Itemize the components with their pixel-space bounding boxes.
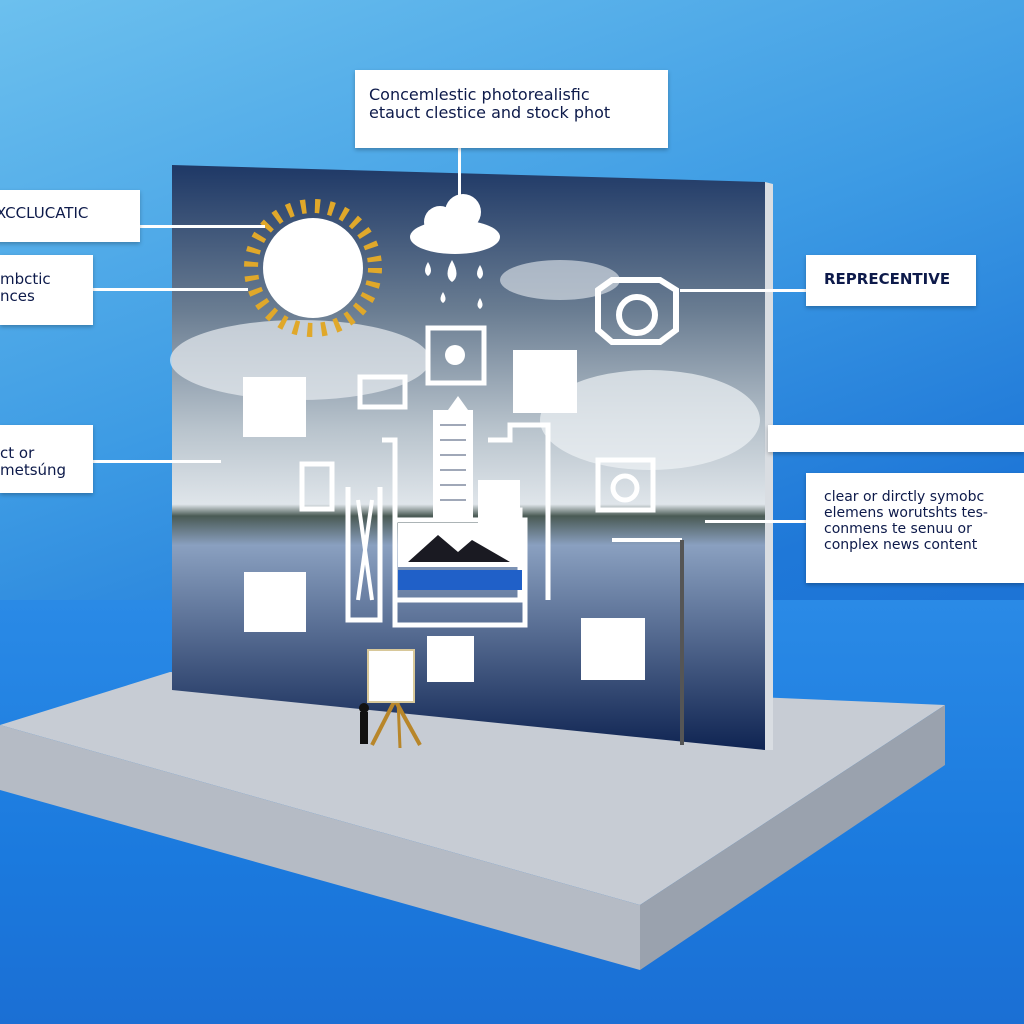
easel-with-painter-icon [359,649,422,749]
platform-side [640,705,945,970]
leader-line-right-3 [705,520,806,523]
callout-right-3-line3: conmens te senuu or [824,521,972,538]
callout-left-3-line2: metsúng [0,461,67,480]
sun-icon [244,199,382,337]
callout-right-3: clear or dirctly symobc elemens worutsht… [806,473,1024,583]
callout-right-2 [768,425,1024,452]
leader-line-left-2 [93,288,248,291]
callout-top: Concemlestic photorealisfic etauct clest… [355,70,668,148]
callout-right-3-line2: elemens worutshts tes- [824,505,988,522]
callout-left-2: mbctic nces [0,255,93,325]
callout-right-3-line1: clear or dirctly symobc [824,489,985,505]
landscape-image-icon [398,523,522,590]
building-icon [433,396,520,525]
platform-front [0,725,640,970]
callout-left-3: ct or metsúng [0,425,93,493]
callout-top-line1: Concemlestic photorealisfic [369,85,590,104]
leader-line-left-1 [140,225,265,228]
leader-line-top [458,148,461,198]
leader-line-right-1 [680,289,806,292]
leader-line-left-3 [93,460,221,463]
cloud-rain-icon [410,194,500,309]
frame-outlines [299,325,551,628]
callout-left-2-line2: nces [0,287,35,306]
small-camera-icon [595,457,656,513]
decorative-squares [243,350,645,682]
callout-left-3-line1: ct or [0,444,35,462]
callout-top-line2: etauct clestice and stock phot [369,103,611,123]
callout-left-2-line1: mbctic [0,270,51,288]
callout-right-1: REPRECENTIVE [806,255,976,306]
callout-left-1: XCCLUCATIC [0,190,140,242]
camera-icon [595,277,679,345]
callout-right-3-line4: conplex news content [824,537,978,554]
panel-edge [765,182,773,750]
